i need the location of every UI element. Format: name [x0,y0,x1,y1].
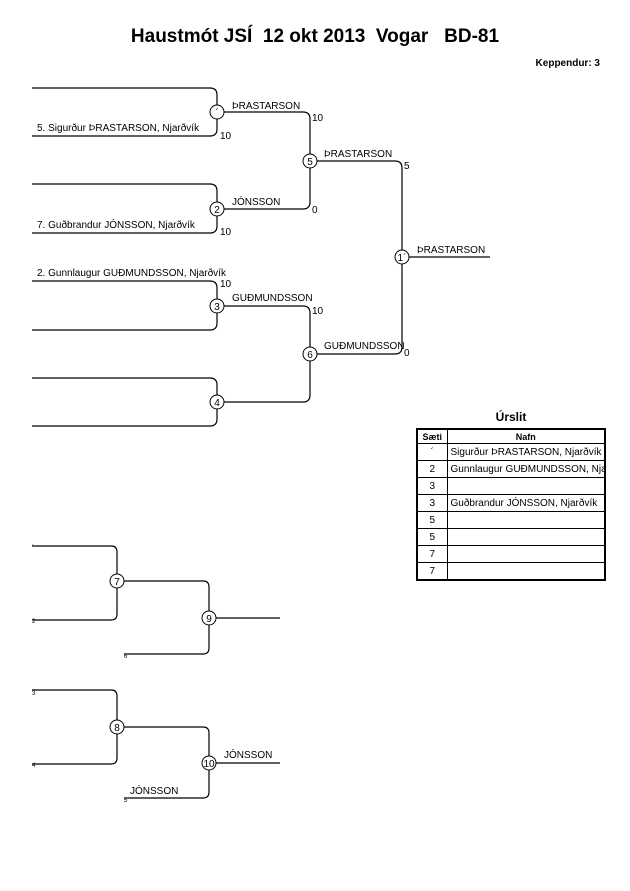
table-row: 5 [416,528,606,546]
result-place: 2 [416,460,448,478]
repechage-winner: JÓNSSON [224,748,272,761]
match-circle-3 [209,298,225,314]
match-score: 0 [404,348,410,359]
match-winner: ÞRASTARSON [324,149,392,160]
results-header-name: Nafn [446,428,606,444]
match-number: 8 [114,723,120,734]
bracket-line-m7 [32,545,118,621]
match-number: 5 [307,157,313,168]
match-score: 10 [312,306,324,317]
slot-label: 3 [32,691,36,697]
bracket-line-m5 [217,111,311,210]
result-name: Gunnlaugur GUÐMUNDSSON, Njarðvík [446,460,606,478]
match-circle-4 [209,394,225,410]
slot-label: 5 [124,798,128,804]
result-name: Sigurður ÞRASTARSON, Njarðvík [446,443,606,461]
match-winner: GUÐMUNDSSON [324,341,405,352]
entry-name: 7. Guðbrandur JÓNSSON, Njarðvík [37,218,196,231]
match-circle-8 [109,719,125,735]
bracket-line-m9 [117,580,210,655]
slot-label: ´ [32,545,34,551]
result-name [446,477,606,495]
competitor-count: Keppendur: 3 [535,58,600,69]
result-place: 7 [416,545,448,563]
slot-label: 4 [32,763,36,769]
match-number: 9 [206,614,212,625]
result-place: 7 [416,562,448,581]
match-circle-5 [302,153,318,169]
match-number: 1´ [398,252,407,264]
match-score: 0 [312,205,318,216]
result-place: 5 [416,528,448,546]
slot-label: 6 [124,654,128,660]
page-title: Haustmót JSÍ 12 okt 2013 Vogar BD-81 [130,26,500,47]
match-number: 3 [214,302,220,313]
results-table: Sæti Nafn ´Sigurður ÞRASTARSON, Njarðvík… [416,428,606,581]
match-circle-final [394,249,410,265]
match-circle-9 [201,610,217,626]
match-circle-2 [209,201,225,217]
results-title: Úrslit [495,410,527,424]
match-circle-10 [201,755,217,771]
results-header-place: Sæti [416,428,448,444]
match-number: 4 [214,398,220,409]
match-number: 10 [203,759,215,770]
bracket-line-m8 [32,689,118,765]
tournament-winner: ÞRASTARSON [417,245,485,256]
match-score: 10 [220,279,232,290]
match-winner: GUÐMUNDSSON [232,293,313,304]
table-row: ´Sigurður ÞRASTARSON, Njarðvík [416,443,606,461]
match-winner: JÓNSSON [232,195,280,208]
bracket-line-final [310,160,403,355]
slot-label: 2 [32,619,36,625]
match-number: 6 [307,350,313,361]
match-score: 10 [220,131,232,142]
match-score: 5 [404,161,410,172]
match-number: 2 [214,205,220,216]
table-row: 7 [416,545,606,563]
result-name: Guðbrandur JÓNSSON, Njarðvík [446,494,606,512]
table-row: 3 [416,477,606,495]
match-circle-6 [302,346,318,362]
result-name [446,528,606,546]
repechage-entry: JÓNSSON [130,784,178,797]
match-number: ´ [215,107,218,119]
match-circle-7 [109,573,125,589]
table-row: 5 [416,511,606,529]
match-score: 10 [220,227,232,238]
table-row: 7 [416,562,606,581]
result-place: 3 [416,477,448,495]
result-name [446,562,606,581]
entry-name: 2. Gunnlaugur GUÐMUNDSSON, Njarðvík [37,267,227,279]
match-winner: ÞRASTARSON [232,101,300,112]
bracket-line-m3 [32,280,218,331]
result-place: 3 [416,494,448,512]
bracket-line-m4 [32,377,218,427]
entry-name: 5. Sigurður ÞRASTARSON, Njarðvík [37,122,200,134]
bracket-line-m6 [217,305,311,403]
result-place: 5 [416,511,448,529]
match-circle-1 [209,104,225,120]
result-name [446,545,606,563]
result-place: ´ [416,443,448,461]
match-score: 10 [312,113,324,124]
result-name [446,511,606,529]
match-number: 7 [114,577,120,588]
